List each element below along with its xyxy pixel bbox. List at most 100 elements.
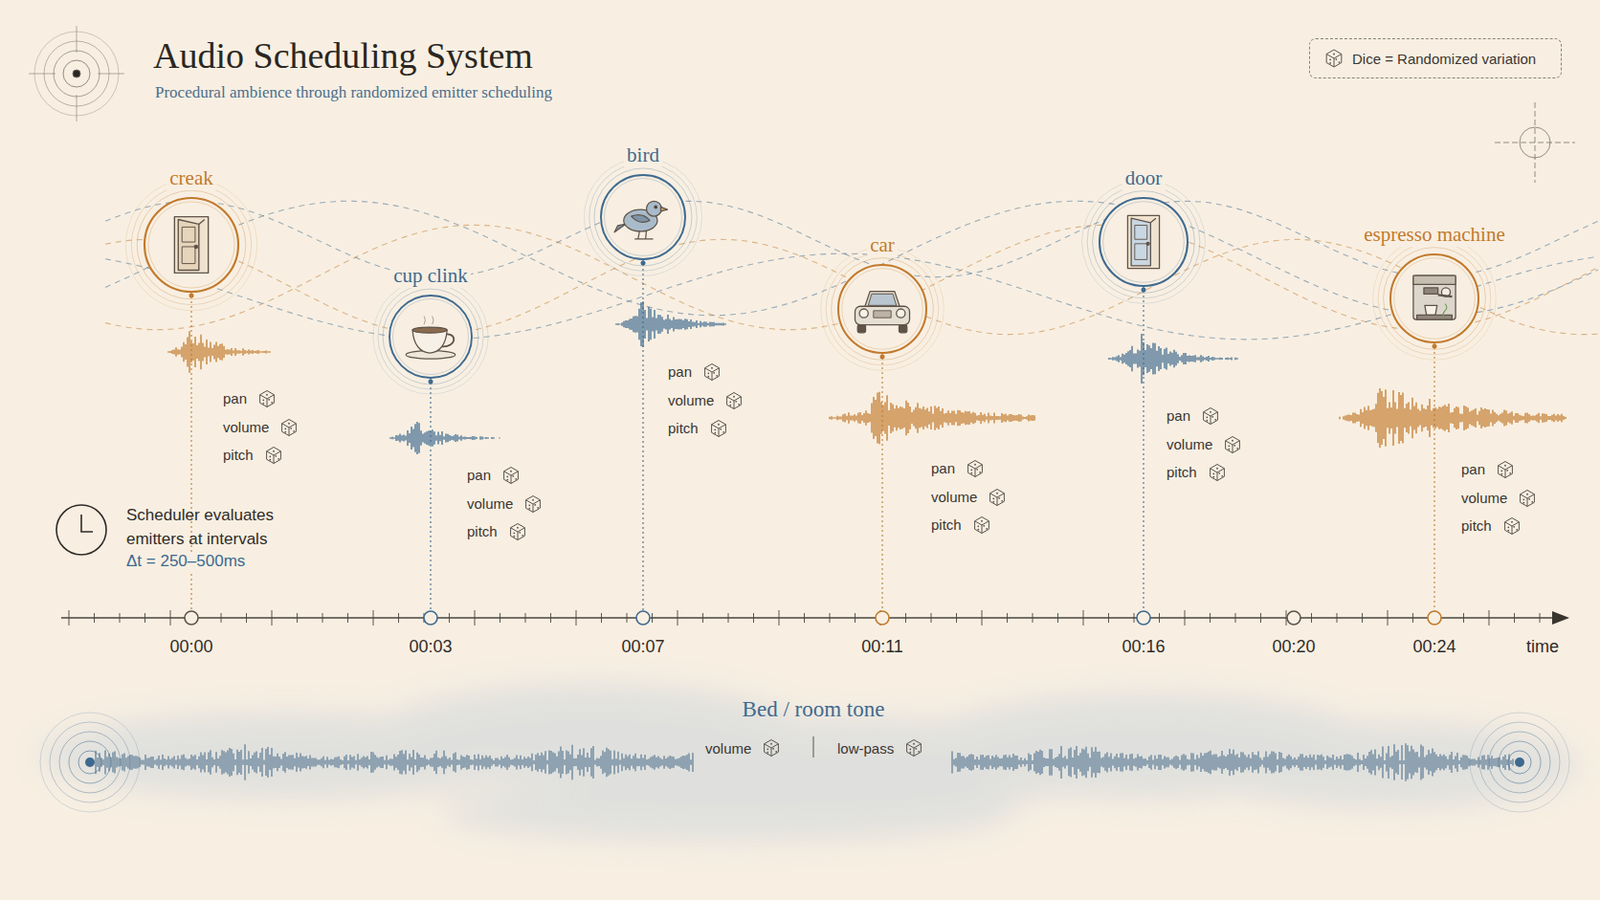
dice-icon-box <box>1222 434 1244 456</box>
emitter-waveforms <box>168 301 1566 455</box>
emitter-node: bird <box>600 175 686 260</box>
dice-icon <box>974 517 989 534</box>
emitter-name: espresso machine <box>1360 222 1509 247</box>
label-text: 00:16 <box>1119 637 1167 658</box>
dice-icon <box>1225 436 1241 453</box>
label-text: pitch <box>666 419 701 439</box>
legend-dice <box>1323 47 1345 69</box>
time-label: 00:03 <box>406 637 454 658</box>
label-text: pan <box>666 362 694 382</box>
dice-icon-box <box>507 521 529 543</box>
label-text: pitch <box>221 445 256 466</box>
label-text: pan <box>465 466 493 486</box>
dice-icon-box <box>723 390 745 412</box>
dice-icon-box <box>278 417 300 439</box>
emitter-circle <box>389 295 472 378</box>
emitter-icon <box>1413 275 1456 320</box>
dice-icon <box>504 467 519 485</box>
dice-icon <box>510 524 525 541</box>
emitter-icon <box>854 291 910 334</box>
dice-icon <box>764 740 779 757</box>
dice-icon <box>1326 49 1342 67</box>
param-label: volume <box>1459 488 1538 510</box>
emitter-name: creak <box>166 166 216 191</box>
label-text: 00:11 <box>859 637 906 658</box>
dice-icon-box <box>263 444 285 467</box>
emitter-icon <box>1127 215 1159 268</box>
label-text: pan <box>1164 406 1193 426</box>
label-text: time <box>1524 637 1561 658</box>
dice-icon-box <box>903 737 925 759</box>
dice-icon <box>266 447 281 465</box>
dice-icon <box>711 421 726 438</box>
dice-icon <box>1209 465 1224 482</box>
time-label: 00:16 <box>1119 637 1167 658</box>
emitter-name: cup clink <box>390 264 471 289</box>
param-label: pan <box>221 388 278 410</box>
label-text: volume <box>703 740 754 757</box>
label-text: Bed / room tone <box>740 697 888 723</box>
scheduler-note: Scheduler evaluates emitters at interval… <box>124 503 302 552</box>
crosshair-mark <box>1494 102 1576 183</box>
dice-icon <box>1498 462 1513 479</box>
emitter-circle <box>1390 254 1479 343</box>
time-label: 00:07 <box>619 637 667 658</box>
dice-icon <box>1203 408 1219 425</box>
param-label: volume <box>1164 434 1244 456</box>
target-mark <box>28 25 125 122</box>
axis-label: time <box>1524 637 1561 658</box>
label-text: pitch <box>1459 516 1494 536</box>
label-text: 00:07 <box>619 637 667 658</box>
param-label: volume <box>221 417 300 439</box>
dice-icon-box <box>522 493 544 515</box>
label-text: pan <box>929 459 957 479</box>
wash-cloud <box>38 684 1579 843</box>
label-text: 00:00 <box>167 637 215 658</box>
label-text: low-pass <box>835 740 896 757</box>
label-text: Δt = 250–500ms <box>124 552 247 572</box>
subtitle: Procedural ambience through randomized e… <box>153 83 555 103</box>
legend-text: Dice = Randomized variation <box>1352 50 1536 67</box>
dice-icon <box>990 488 1005 506</box>
dice-icon-box <box>1206 462 1228 484</box>
time-label: 00:24 <box>1410 637 1458 658</box>
emitter-node: car <box>838 265 927 354</box>
emitter-circle <box>838 265 927 354</box>
label-text: volume <box>1164 435 1215 455</box>
param-label: pan <box>1164 405 1222 427</box>
label-text: pan <box>221 389 249 409</box>
title-text: Audio Scheduling System <box>153 34 534 77</box>
emitter-node: door <box>1099 198 1188 287</box>
label-text: Scheduler evaluates emitters at interval… <box>124 503 302 552</box>
emitter-circle <box>600 175 686 260</box>
label-text: Procedural ambience through randomized e… <box>153 83 555 103</box>
emitter-icon <box>614 200 667 240</box>
param-label: pan <box>929 458 986 480</box>
dice-icon-box <box>760 737 782 759</box>
dice-icon <box>968 461 983 478</box>
label-text: volume <box>465 494 515 514</box>
label-text: pitch <box>1164 463 1200 483</box>
emitter-icon <box>174 217 208 274</box>
dice-icon-box <box>256 388 278 410</box>
dice-icon-box <box>971 514 993 536</box>
bed-title: Bed / room tone <box>740 697 888 723</box>
emitter-node: creak <box>144 198 239 292</box>
label-text: pitch <box>929 515 964 535</box>
dice-icon-box <box>986 487 1008 509</box>
label-text: volume <box>1459 488 1510 509</box>
time-label: 00:20 <box>1269 637 1317 658</box>
param-label: pitch <box>1459 515 1523 537</box>
dice-icon-box <box>708 418 730 440</box>
dice-icon-box <box>500 465 522 487</box>
emitter-node: cup clink <box>389 295 472 378</box>
label-text: volume <box>666 391 716 411</box>
param-label: pitch <box>929 514 993 536</box>
dice-icon-box <box>964 458 986 480</box>
param-label: volume <box>929 487 1008 509</box>
label-text: 00:20 <box>1269 637 1317 658</box>
interval-value: Δt = 250–500ms <box>124 552 247 572</box>
param-label: volume <box>666 390 745 412</box>
time-label: 00:11 <box>859 637 906 658</box>
